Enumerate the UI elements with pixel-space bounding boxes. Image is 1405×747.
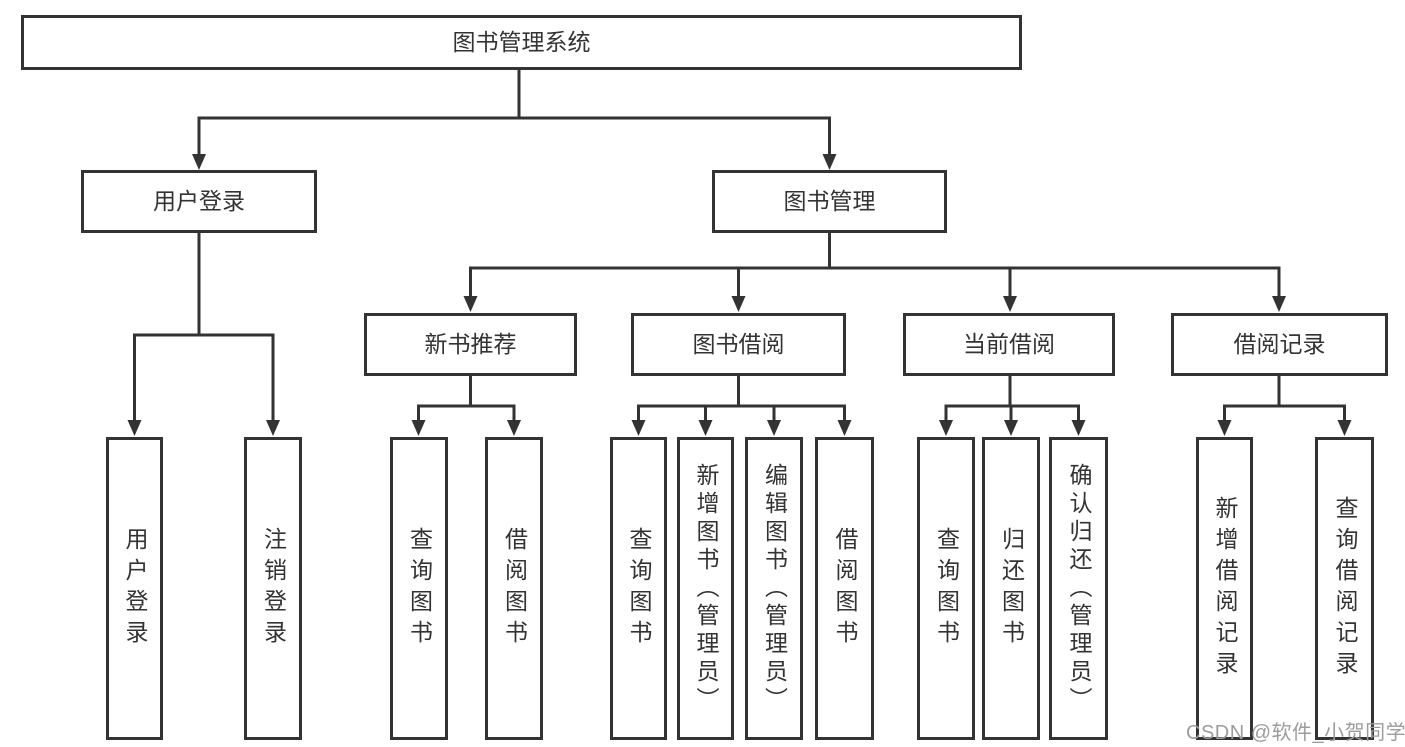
leaf-label: 借阅图书 xyxy=(832,526,858,651)
leaf-label: 查询图书 xyxy=(626,526,652,651)
leaf-confirm-return-admin: 确认归还（管理员） xyxy=(1049,437,1108,740)
node-new-book-recommend: 新书推荐 xyxy=(364,313,577,376)
leaf-label: 查询图书 xyxy=(933,526,960,651)
leaf-search-books-current: 查询图书 xyxy=(917,437,975,740)
leaf-edit-books-admin: 编辑图书（管理员） xyxy=(745,437,803,740)
node-user-login: 用户登录 xyxy=(81,170,317,233)
node-library-management-system: 图书管理系统 xyxy=(21,15,1022,70)
leaf-search-books-borrowing: 查询图书 xyxy=(610,437,667,740)
leaf-label: 用户登录 xyxy=(122,526,148,651)
leaf-add-borrow-record: 新增借阅记录 xyxy=(1196,437,1253,740)
node-book-management: 图书管理 xyxy=(712,170,947,233)
leaf-logout-login: 注销登录 xyxy=(244,437,302,740)
node-current-borrowing: 当前借阅 xyxy=(903,313,1115,376)
leaf-return-books: 归还图书 xyxy=(982,437,1040,740)
node-book-borrowing: 图书借阅 xyxy=(631,313,846,376)
leaf-label: 新增图书（管理员） xyxy=(693,462,719,715)
leaf-label: 新增借阅记录 xyxy=(1212,495,1238,682)
leaf-search-books-recommend: 查询图书 xyxy=(390,437,448,740)
node-label: 新书推荐 xyxy=(424,331,517,357)
node-label: 图书管理系统 xyxy=(452,29,591,55)
leaf-label: 借阅图书 xyxy=(501,526,528,651)
node-label: 当前借阅 xyxy=(963,331,1055,357)
node-label: 用户登录 xyxy=(153,188,245,214)
leaf-add-books-admin: 新增图书（管理员） xyxy=(677,437,734,740)
leaf-user-login: 用户登录 xyxy=(106,437,163,740)
leaf-borrow-books-recommend: 借阅图书 xyxy=(485,437,543,740)
leaf-label: 查询借阅记录 xyxy=(1332,495,1358,682)
leaf-label: 查询图书 xyxy=(406,526,433,651)
csdn-watermark: CSDN @软件_小贺同学 xyxy=(1186,722,1405,744)
leaf-label: 确认归还（管理员） xyxy=(1066,462,1092,715)
leaf-label: 注销登录 xyxy=(260,526,287,651)
leaf-borrow-books-borrowing: 借阅图书 xyxy=(815,437,874,740)
node-label: 图书管理 xyxy=(783,188,876,214)
node-label: 图书借阅 xyxy=(692,331,785,357)
leaf-label: 归还图书 xyxy=(998,526,1025,651)
leaf-search-borrow-record: 查询借阅记录 xyxy=(1315,437,1374,740)
node-label: 借阅记录 xyxy=(1233,331,1326,357)
leaf-label: 编辑图书（管理员） xyxy=(761,462,788,715)
node-borrowing-records: 借阅记录 xyxy=(1171,313,1388,376)
